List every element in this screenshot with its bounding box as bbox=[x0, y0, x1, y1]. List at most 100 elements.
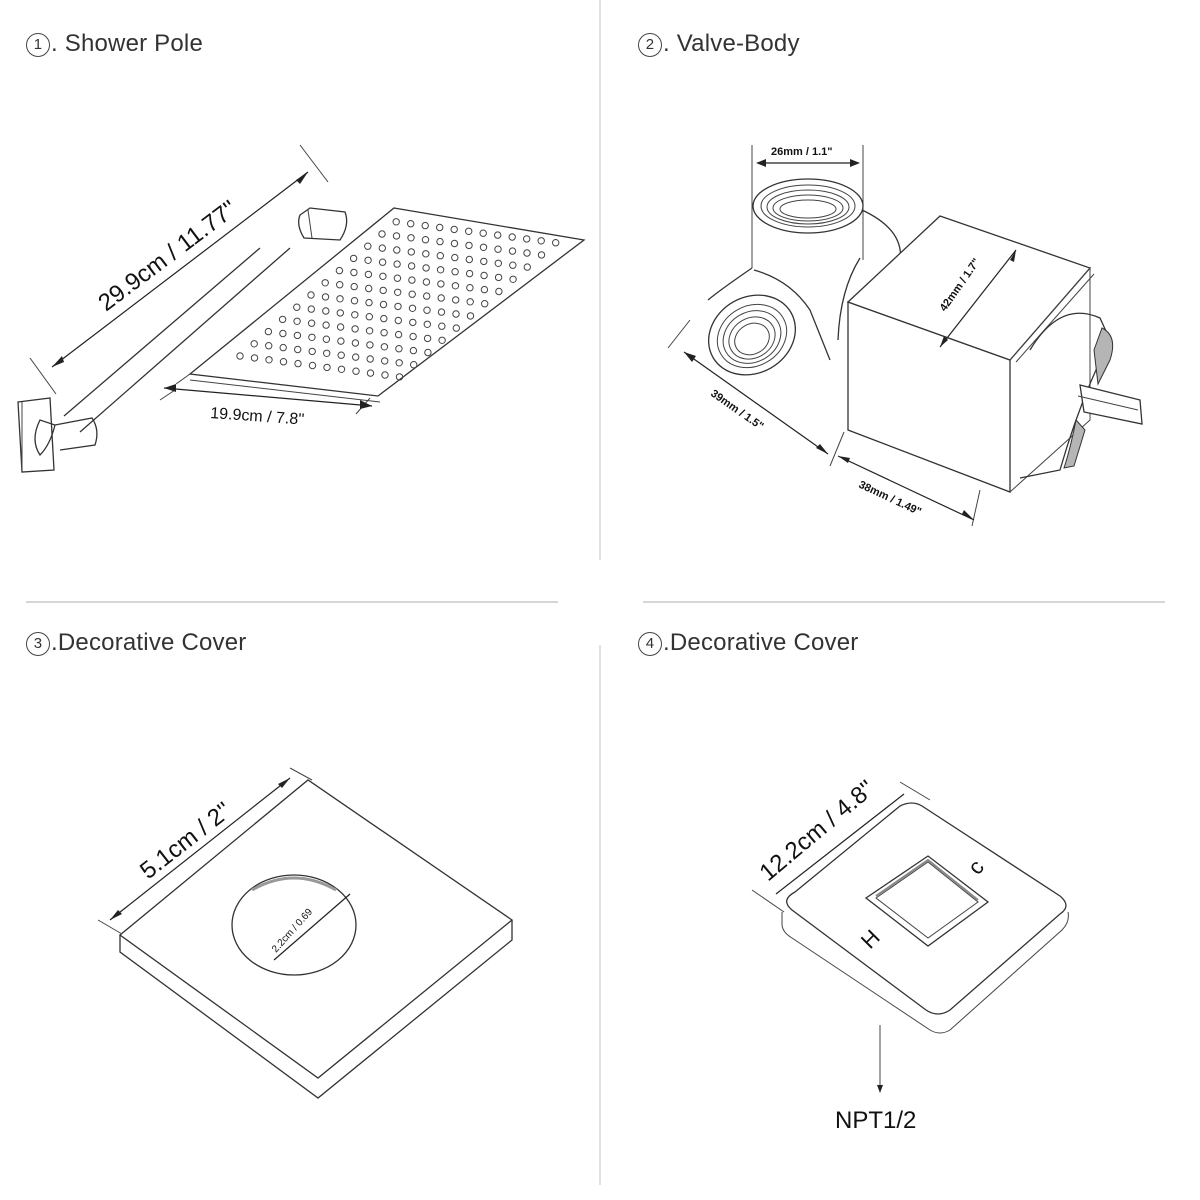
nozzle-icon bbox=[436, 266, 445, 274]
circled-number-icon: 3 bbox=[26, 632, 50, 656]
nozzle-icon bbox=[364, 270, 373, 279]
panel-title-decorative-cover-large: 4.Decorative Cover bbox=[638, 629, 858, 657]
nozzle-icon bbox=[423, 320, 431, 328]
nozzle-icon bbox=[395, 373, 404, 381]
nozzle-icon bbox=[250, 340, 258, 348]
nozzle-icon bbox=[294, 345, 302, 354]
nozzle-icon bbox=[393, 274, 402, 282]
nozzle-icon bbox=[437, 294, 445, 302]
nozzle-icon bbox=[395, 359, 403, 367]
nozzle-icon bbox=[323, 363, 331, 372]
nozzle-icon bbox=[523, 263, 531, 271]
nozzle-icon bbox=[378, 258, 387, 266]
nozzle-icon bbox=[495, 287, 503, 296]
nozzle-icon bbox=[321, 279, 329, 287]
nozzle-icon bbox=[451, 268, 459, 276]
nozzle-icon bbox=[494, 259, 502, 267]
nozzle-icon bbox=[365, 284, 373, 293]
nozzle-icon bbox=[351, 339, 360, 347]
divider-horizontal-right bbox=[643, 601, 1165, 603]
nozzle-icon bbox=[307, 305, 315, 313]
nozzle-icon bbox=[407, 248, 415, 256]
divider-horizontal-left bbox=[26, 601, 558, 603]
nozzle-icon bbox=[494, 231, 502, 239]
nozzle-icon bbox=[436, 252, 444, 260]
thread-callout: NPT1/2 bbox=[835, 1025, 916, 1134]
top-inlet: 26mm / 1.1" bbox=[751, 145, 902, 268]
nozzle-icon bbox=[394, 330, 403, 339]
nozzle-icon bbox=[407, 220, 415, 228]
nozzle-icon bbox=[407, 234, 415, 242]
nozzle-icon bbox=[466, 284, 474, 292]
nozzle-icon bbox=[509, 261, 517, 269]
nozzle-icon bbox=[480, 285, 489, 294]
nozzle-icon bbox=[537, 251, 546, 259]
panel-title-valve-body: 2. Valve-Body bbox=[638, 30, 800, 58]
nozzle-icon bbox=[422, 278, 431, 286]
nozzle-icon bbox=[350, 268, 358, 277]
nozzle-icon bbox=[250, 354, 259, 362]
nozzle-icon bbox=[509, 275, 517, 283]
nozzle-icon bbox=[537, 237, 545, 245]
nozzle-icon bbox=[465, 241, 473, 250]
panel-title-text: .Decorative Cover bbox=[51, 629, 247, 656]
cold-label: c bbox=[963, 855, 989, 879]
nozzle-icon bbox=[236, 352, 244, 360]
nozzle-icon bbox=[438, 336, 446, 344]
nozzle-icon bbox=[351, 325, 359, 333]
nozzle-icon bbox=[365, 327, 374, 335]
nozzle-icon bbox=[350, 282, 358, 291]
nozzle-icon bbox=[408, 276, 416, 284]
nozzle-icon bbox=[409, 318, 417, 327]
cover-plate bbox=[118, 779, 514, 1099]
nozzle-icon bbox=[337, 351, 345, 359]
nozzle-icon bbox=[322, 307, 330, 315]
nozzle-icon bbox=[279, 343, 287, 352]
nozzle-icon bbox=[421, 221, 429, 230]
nozzle-icon bbox=[523, 249, 531, 257]
nozzle-icon bbox=[307, 291, 315, 299]
nozzle-icon bbox=[322, 335, 331, 343]
nozzle-icon bbox=[394, 316, 402, 325]
wall-flange bbox=[17, 397, 98, 473]
nozzle-icon bbox=[465, 227, 473, 236]
nozzle-icon bbox=[494, 245, 502, 253]
nozzle-icon bbox=[465, 269, 474, 278]
nozzle-icon bbox=[378, 230, 386, 238]
nozzle-icon bbox=[294, 359, 302, 368]
tee-body bbox=[707, 257, 861, 376]
nozzle-icon bbox=[366, 341, 374, 349]
shower-head bbox=[175, 207, 586, 403]
cover-large-side-label: 12.2cm / 4.8'' bbox=[755, 775, 881, 886]
circled-number-icon: 1 bbox=[26, 33, 50, 57]
nozzle-icon bbox=[349, 254, 358, 263]
nozzle-icon bbox=[437, 308, 446, 316]
nozzle-icon bbox=[265, 342, 273, 350]
nozzle-icon bbox=[394, 302, 402, 311]
nozzle-icon bbox=[408, 304, 417, 312]
nozzle-icon bbox=[380, 343, 389, 351]
nozzle-icon bbox=[365, 313, 373, 321]
nozzle-icon bbox=[322, 321, 330, 329]
nozzle-icon bbox=[421, 236, 430, 244]
nozzle-icon bbox=[336, 323, 345, 331]
nozzle-icon bbox=[422, 264, 430, 272]
nozzle-icon bbox=[364, 256, 372, 264]
nozzle-icon bbox=[381, 357, 389, 365]
nozzle-icon bbox=[352, 353, 360, 361]
nozzle-icon bbox=[480, 271, 488, 280]
nozzle-icon bbox=[423, 334, 432, 343]
circled-number-icon: 4 bbox=[638, 632, 662, 656]
nozzle-icon bbox=[423, 306, 431, 314]
side-dimension-large: 12.2cm / 4.8'' bbox=[751, 775, 931, 913]
nozzle-icon bbox=[451, 282, 460, 290]
nozzle-icon bbox=[494, 273, 503, 282]
nozzle-icon bbox=[480, 257, 488, 266]
nozzle-icon bbox=[409, 332, 417, 341]
circled-number-icon: 2 bbox=[638, 33, 662, 57]
nozzle-icon bbox=[308, 361, 317, 370]
nozzle-icon bbox=[308, 347, 316, 356]
panel-title-text: .Decorative Cover bbox=[663, 629, 859, 656]
thread-label: NPT1/2 bbox=[835, 1107, 916, 1134]
panel-title-text: . Shower Pole bbox=[51, 30, 204, 57]
